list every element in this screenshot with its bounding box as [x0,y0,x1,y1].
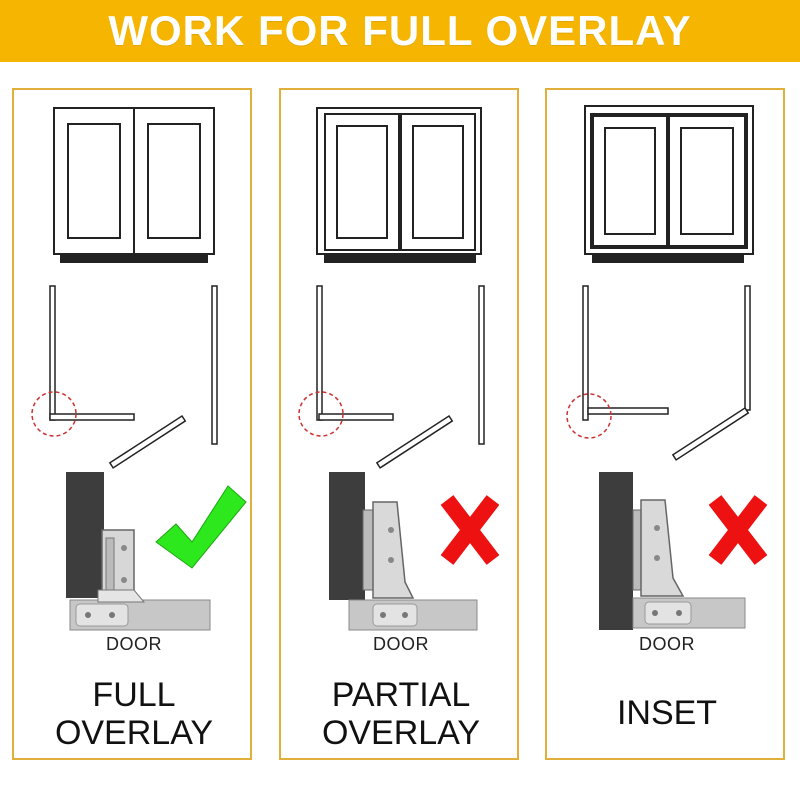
inset-illustration [566,105,768,630]
door-label: DOOR [106,634,162,654]
cabinet-front-icon [53,107,215,263]
type-line-2: OVERLAY [321,714,481,752]
hinge-mount-icon [66,472,211,631]
cabinet-front-icon [584,105,754,263]
type-line-2: OVERLAY [54,714,214,752]
type-line-1: INSET [616,694,718,732]
door-label: DOOR [373,634,429,654]
cross-icon [708,495,768,565]
hinge-mount-icon [599,472,746,630]
type-line-1: PARTIAL [331,676,471,714]
partial-overlay-illustration [298,107,500,631]
title-banner: WORK FOR FULL OVERLAY [0,0,800,62]
highlight-circle [298,391,344,437]
hinge-mount-icon [329,472,478,631]
banner-title: WORK FOR FULL OVERLAY [108,7,692,54]
panel-inset: DOOR INSET [545,88,785,760]
hinge-top-view-icon [49,285,218,469]
panel-partial-overlay: DOOR PARTIAL OVERLAY [279,88,519,760]
hinge-type-label: FULL OVERLAY [14,676,254,752]
highlight-circle [31,391,77,437]
cross-icon [440,495,500,565]
hinge-type-label: INSET [547,694,787,732]
check-icon [155,485,247,569]
hinge-top-view-icon [316,285,485,469]
type-line-1: FULL [92,676,176,714]
hinge-top-view-icon [582,285,751,461]
full-overlay-illustration [31,107,247,631]
highlight-circle [566,393,612,439]
hinge-type-label: PARTIAL OVERLAY [281,676,521,752]
door-label: DOOR [639,634,695,654]
panel-full-overlay: DOOR FULL OVERLAY [12,88,252,760]
cabinet-front-icon [316,107,482,263]
